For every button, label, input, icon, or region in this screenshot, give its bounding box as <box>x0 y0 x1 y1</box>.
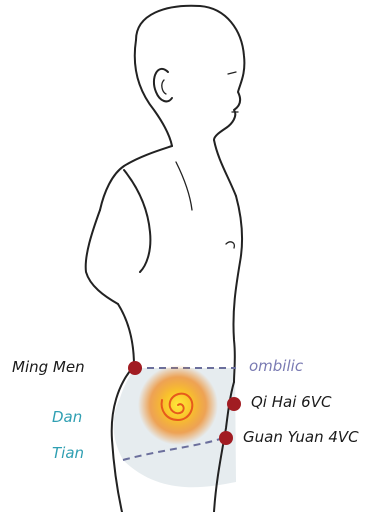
chest-outline <box>233 196 242 382</box>
label-dan: Dan <box>52 410 82 425</box>
ear-outline <box>154 69 172 101</box>
point-ming-men <box>128 361 142 375</box>
label-tian: Tian <box>52 446 84 461</box>
head-outline <box>136 6 244 140</box>
point-guan-yuan <box>219 431 233 445</box>
point-qi-hai <box>227 397 241 411</box>
eye-mark <box>228 72 236 74</box>
back-outline <box>86 210 118 304</box>
label-ming-men: Ming Men <box>12 360 85 375</box>
label-guan-yuan: Guan Yuan 4VC <box>243 430 359 445</box>
head-back <box>135 40 172 146</box>
label-ombilic: ombilic <box>249 359 303 374</box>
ear-inner <box>162 80 166 94</box>
neck-front <box>214 140 236 196</box>
arm-outline <box>124 170 150 272</box>
lower-back-outline <box>118 304 134 366</box>
label-qi-hai: Qi Hai 6VC <box>251 395 331 410</box>
nipple-mark <box>226 242 234 248</box>
neck-back <box>100 146 172 210</box>
shoulder-crease <box>176 162 192 210</box>
